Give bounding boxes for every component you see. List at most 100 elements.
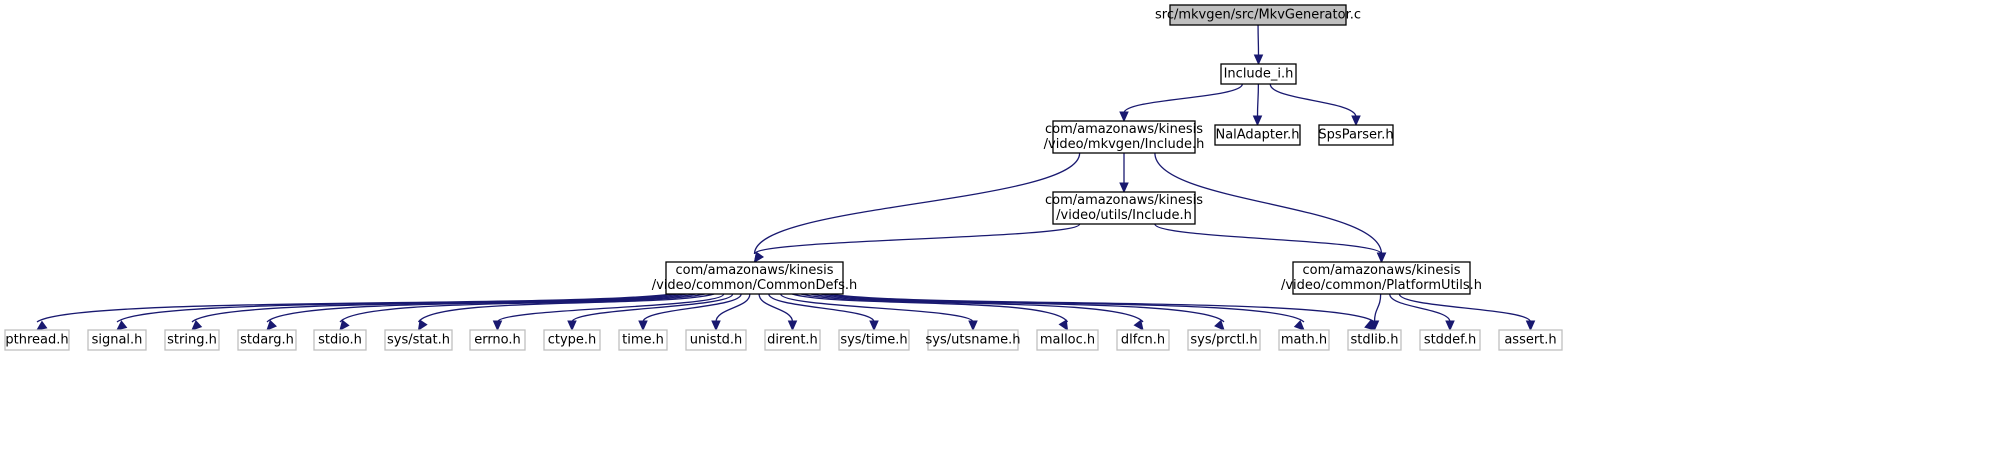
edge-platformutils-to-stdlib [1369,293,1382,332]
edge-line [753,152,1081,255]
node-stddef: stddef.h [1419,329,1481,351]
node-label: Include_i.h [1224,67,1294,82]
node-box [1292,261,1471,295]
edge-line [339,293,705,323]
node-label: com/amazonaws/kinesis [1045,193,1203,208]
edge-commondefs-to-string [191,293,688,331]
nodes-layer: src/mkvgen/src/MkvGenerator.cInclude_i.h… [4,4,1563,351]
node-label: string.h [167,333,217,348]
node-mkvgen_include[interactable]: com/amazonaws/kinesis/video/mkvgen/Inclu… [1044,120,1205,154]
node-box [1052,191,1196,225]
node-assert: assert.h [1498,329,1563,351]
node-label: unistd.h [690,333,743,348]
arrowhead [36,320,48,331]
node-string: string.h [164,329,220,351]
node-label: sys/utsname.h [926,333,1021,348]
node-label: SpsParser.h [1318,128,1393,143]
node-errno: errno.h [469,329,526,351]
node-box [665,261,844,295]
edge-root-to-include_i [1253,24,1264,66]
edge-line [496,293,725,323]
edge-utils_include-to-platformutils [1154,223,1387,264]
node-label: time.h [622,333,664,348]
edge-line [642,293,742,323]
node-pthread: pthread.h [4,329,70,351]
node-label: stddef.h [1424,333,1476,348]
edge-commondefs-to-sysstat [417,293,715,332]
node-label: ctype.h [548,333,597,348]
node-spsparser[interactable]: SpsParser.h [1318,124,1394,146]
node-label: NalAdapter.h [1215,128,1299,143]
node-label: malloc.h [1040,333,1095,348]
node-label: errno.h [474,333,521,348]
edge-commondefs-to-signal [116,293,679,331]
edge-line [417,293,715,323]
arrowhead [1369,320,1380,332]
node-box [1036,329,1099,351]
node-root[interactable]: src/mkvgen/src/MkvGenerator.c [1155,4,1361,26]
node-box [384,329,453,351]
edge-line [1154,223,1383,255]
node-platformutils[interactable]: com/amazonaws/kinesis/video/common/Platf… [1281,261,1482,295]
node-box [1318,124,1394,146]
node-label: /video/common/PlatformUtils.h [1281,278,1482,293]
arrowhead [191,320,203,331]
node-utils_include[interactable]: com/amazonaws/kinesis/video/utils/Includ… [1045,191,1203,225]
arrowhead [711,320,721,332]
arrowhead [968,320,978,332]
node-unistd: unistd.h [685,329,747,351]
edge-mkvgen_include-to-utils_include [1119,153,1129,194]
node-box [685,329,747,351]
node-label: stdlib.h [1351,333,1399,348]
edge-commondefs-to-unistd [711,293,751,332]
arrowhead [638,320,648,332]
arrowhead [753,251,764,264]
node-sysutsname: sys/utsname.h [926,329,1021,351]
edge-line [753,223,1081,255]
node-label: pthread.h [5,333,68,348]
edge-line [191,293,688,323]
node-box [237,329,297,351]
node-naladapter[interactable]: NalAdapter.h [1214,124,1301,146]
edge-include_i-to-naladapter [1252,83,1263,127]
node-sysstat: sys/stat.h [384,329,453,351]
edge-utils_include-to-commondefs [753,223,1081,264]
node-commondefs[interactable]: com/amazonaws/kinesis/video/common/Commo… [652,261,858,295]
node-label: stdio.h [318,333,362,348]
edge-line [1123,83,1244,114]
node-label: dlfcn.h [1121,333,1165,348]
node-label: assert.h [1504,333,1556,348]
edge-line [1398,293,1532,323]
edge-line [791,293,1069,323]
edge-commondefs-to-malloc [791,293,1069,332]
edge-commondefs-to-stdarg [266,293,697,331]
edge-commondefs-to-dirent [758,293,798,332]
edge-commondefs-to-errno [492,293,725,332]
node-box [1278,329,1330,351]
edge-commondefs-to-pthread [36,293,673,331]
node-systime: sys/time.h [838,329,910,351]
edge-platformutils-to-assert [1398,293,1536,332]
node-dlfcn: dlfcn.h [1116,329,1170,351]
node-label: math.h [1281,333,1327,348]
arrowhead [1293,320,1305,331]
arrowhead [787,320,798,332]
node-sysprctl: sys/prctl.h [1187,329,1261,351]
arrowhead [1058,319,1069,332]
edge-line [758,293,794,323]
edge-commondefs-to-stdio [339,293,705,331]
node-label: /video/utils/Include.h [1056,208,1192,223]
node-box [1187,329,1261,351]
edge-line [266,293,697,323]
edge-commondefs-to-sysutsname [780,293,978,332]
node-box [838,329,910,351]
node-box [87,329,147,351]
node-label: sys/time.h [840,333,907,348]
node-dirent: dirent.h [764,329,821,351]
edge-commondefs-to-dlfcn [800,293,1144,331]
node-include_i[interactable]: Include_i.h [1220,63,1297,85]
arrowhead [869,320,879,332]
edge-line [1389,293,1451,323]
node-label: sys/stat.h [387,333,450,348]
